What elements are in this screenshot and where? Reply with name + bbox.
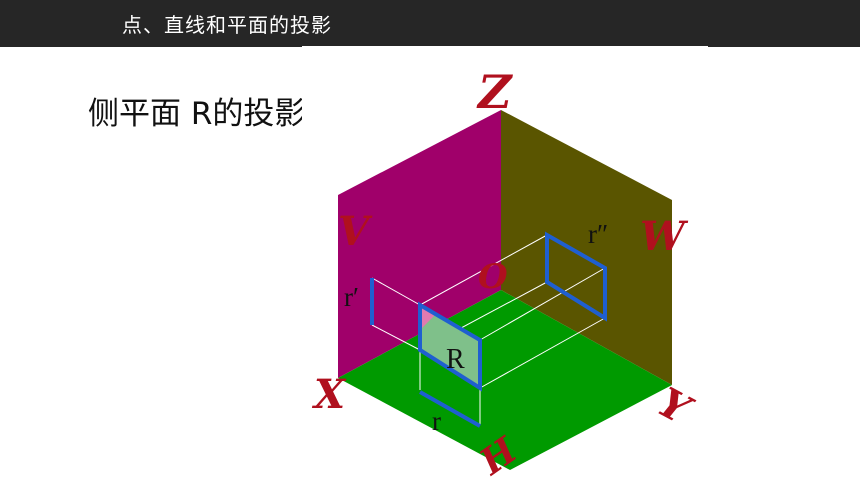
slide-subtitle: 侧平面 R的投影 — [88, 96, 306, 132]
axis-label-x: X — [311, 371, 347, 418]
object-r-outline — [418, 301, 482, 392]
label-r-prime: r′ — [344, 282, 359, 312]
object-r-corner — [420, 305, 436, 330]
v-plane — [338, 110, 501, 378]
projection-r-double-prime — [545, 231, 607, 322]
label-object-r: R — [446, 344, 465, 375]
header-bar: 点、直线和平面的投影 — [0, 0, 860, 47]
plane-label-v: V — [338, 208, 373, 255]
axis-label-origin: O — [478, 257, 508, 297]
label-r: r — [432, 406, 441, 436]
label-r-double-prime: r″ — [588, 219, 608, 249]
header-title: 点、直线和平面的投影 — [122, 13, 332, 37]
projection-r — [419, 390, 481, 428]
axis-label-z: Z — [476, 65, 513, 119]
plane-label-w: W — [640, 213, 689, 260]
object-r-face — [420, 305, 480, 388]
w-plane — [501, 110, 672, 385]
